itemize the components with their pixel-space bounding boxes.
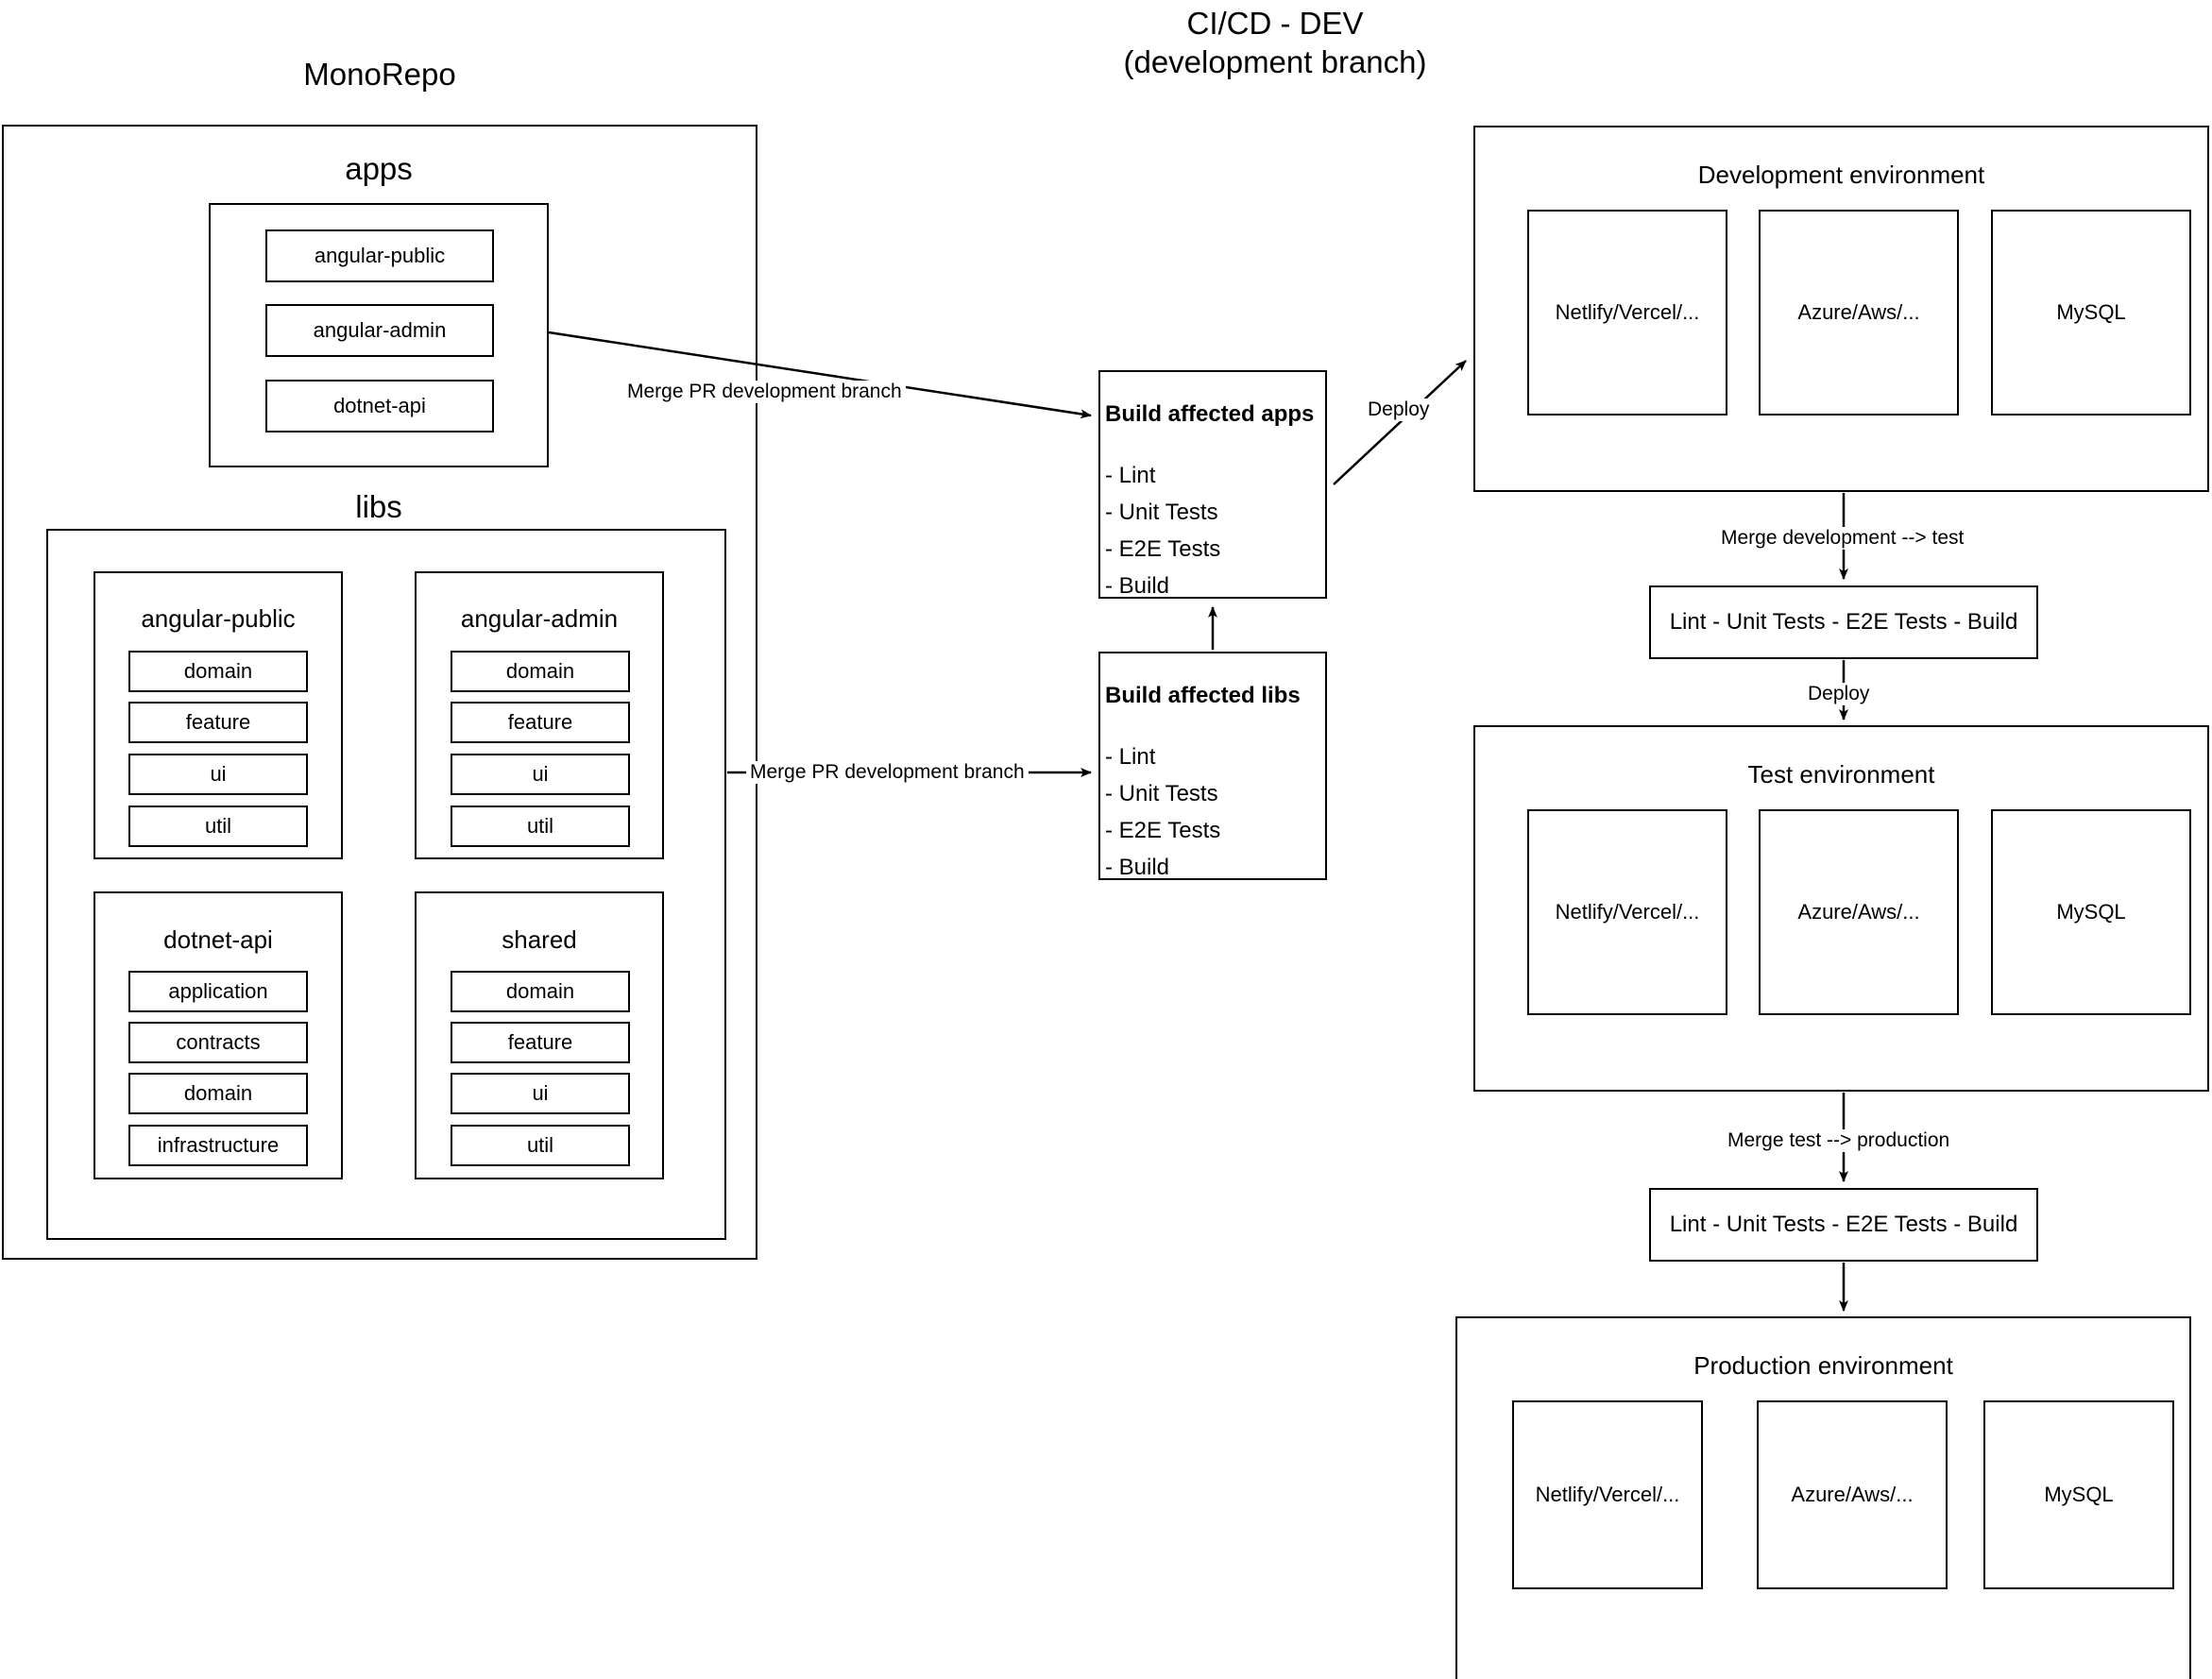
apps-item-angular-admin-label: angular-admin xyxy=(313,318,447,342)
build-affected-apps-box[interactable] xyxy=(1098,370,1327,599)
development-service-netlify[interactable]: Netlify/Vercel/... xyxy=(1527,210,1727,416)
arrow-build-apps-to-dev-env xyxy=(1333,360,1467,485)
libs-item-label: domain xyxy=(183,1081,253,1105)
development-service-mysql[interactable]: MySQL xyxy=(1991,210,2191,416)
gate-test-to-prod-label: Lint - Unit Tests - E2E Tests - Build xyxy=(1669,1212,2018,1237)
test-environment-container xyxy=(1473,725,2209,1092)
apps-title: apps xyxy=(345,151,413,186)
production-service-azure[interactable]: Azure/Aws/... xyxy=(1757,1400,1948,1589)
edge-label-deploy-test: Deploy xyxy=(1804,683,1874,705)
production-environment-title: Production environment xyxy=(1693,1351,1953,1380)
libs-group-shared-item-feature[interactable]: feature xyxy=(451,1022,630,1063)
gate-dev-to-test-label: Lint - Unit Tests - E2E Tests - Build xyxy=(1669,609,2018,635)
apps-item-angular-public-label: angular-public xyxy=(314,244,446,267)
edge-label-merge-test-prod: Merge test --> production xyxy=(1724,1129,1954,1152)
service-label: Netlify/Vercel/... xyxy=(1555,300,1700,324)
service-label: Azure/Aws/... xyxy=(1791,1483,1914,1506)
libs-group-shared xyxy=(415,891,664,1179)
monorepo-title: MonoRepo xyxy=(303,57,456,92)
libs-group-angular-public-item-ui[interactable]: ui xyxy=(128,754,308,795)
libs-group-angular-admin-item-domain[interactable]: domain xyxy=(451,651,630,692)
apps-item-dotnet-api[interactable]: dotnet-api xyxy=(265,380,494,432)
gate-test-to-prod-box[interactable]: Lint - Unit Tests - E2E Tests - Build xyxy=(1649,1188,2038,1262)
libs-group-angular-admin xyxy=(415,571,664,859)
service-label: MySQL xyxy=(2056,300,2126,324)
apps-container xyxy=(209,203,549,467)
libs-group-shared-title: shared xyxy=(502,925,577,954)
build-affected-libs-title: Build affected libs xyxy=(1105,683,1301,708)
build-affected-apps-steps: - Lint - Unit Tests - E2E Tests - Build xyxy=(1105,463,1221,599)
libs-item-label: feature xyxy=(185,710,251,734)
libs-container xyxy=(46,529,726,1240)
libs-group-dotnet-api-item-application[interactable]: application xyxy=(128,971,308,1012)
libs-group-shared-item-domain[interactable]: domain xyxy=(451,971,630,1012)
libs-item-label: feature xyxy=(507,710,573,734)
libs-item-label: ui xyxy=(532,762,549,786)
diagram-title: CI/CD - DEV (development branch) xyxy=(992,4,1558,82)
libs-group-dotnet-api-item-contracts[interactable]: contracts xyxy=(128,1022,308,1063)
libs-item-label: util xyxy=(526,1133,554,1157)
edge-label-merge-dev-test: Merge development --> test xyxy=(1717,527,1968,550)
libs-group-angular-public-item-domain[interactable]: domain xyxy=(128,651,308,692)
libs-group-angular-public-item-util[interactable]: util xyxy=(128,806,308,847)
diagram-title-line1: CI/CD - DEV xyxy=(1186,6,1364,41)
libs-group-angular-admin-item-feature[interactable]: feature xyxy=(451,702,630,743)
service-label: MySQL xyxy=(2056,900,2126,924)
development-environment-title: Development environment xyxy=(1697,161,1985,189)
service-label: Netlify/Vercel/... xyxy=(1535,1483,1680,1506)
production-service-mysql[interactable]: MySQL xyxy=(1983,1400,2174,1589)
gate-dev-to-test-box[interactable]: Lint - Unit Tests - E2E Tests - Build xyxy=(1649,585,2038,659)
libs-group-dotnet-api-item-infrastructure[interactable]: infrastructure xyxy=(128,1125,308,1166)
apps-item-angular-admin[interactable]: angular-admin xyxy=(265,304,494,357)
libs-item-label: util xyxy=(204,814,232,838)
monorepo-container xyxy=(2,125,757,1260)
test-environment-title: Test environment xyxy=(1747,760,1935,789)
libs-group-shared-item-ui[interactable]: ui xyxy=(451,1073,630,1114)
build-affected-libs-box[interactable] xyxy=(1098,652,1327,880)
development-service-azure[interactable]: Azure/Aws/... xyxy=(1759,210,1959,416)
libs-item-label: infrastructure xyxy=(157,1133,280,1157)
libs-title: libs xyxy=(355,489,402,524)
service-label: Azure/Aws/... xyxy=(1797,300,1920,324)
edge-label-merge-pr-apps: Merge PR development branch xyxy=(623,381,906,403)
libs-item-label: util xyxy=(526,814,554,838)
libs-group-angular-admin-title: angular-admin xyxy=(460,604,619,633)
production-service-netlify[interactable]: Netlify/Vercel/... xyxy=(1512,1400,1703,1589)
diagram-title-line2: (development branch) xyxy=(1123,44,1427,80)
libs-group-angular-public xyxy=(94,571,343,859)
edge-label-deploy-dev: Deploy xyxy=(1364,399,1434,421)
apps-item-dotnet-api-label: dotnet-api xyxy=(333,394,426,417)
production-environment-container xyxy=(1455,1316,2191,1679)
libs-item-label: domain xyxy=(505,979,575,1003)
libs-item-label: ui xyxy=(210,762,227,786)
libs-item-label: contracts xyxy=(176,1030,261,1054)
test-service-azure[interactable]: Azure/Aws/... xyxy=(1759,809,1959,1015)
libs-item-label: domain xyxy=(183,659,253,683)
service-label: Netlify/Vercel/... xyxy=(1555,900,1700,924)
apps-item-angular-public[interactable]: angular-public xyxy=(265,229,494,282)
libs-item-label: ui xyxy=(532,1081,549,1105)
development-environment-container xyxy=(1473,126,2209,492)
libs-group-dotnet-api-item-domain[interactable]: domain xyxy=(128,1073,308,1114)
libs-group-shared-item-util[interactable]: util xyxy=(451,1125,630,1166)
libs-group-dotnet-api xyxy=(94,891,343,1179)
libs-item-label: application xyxy=(168,979,268,1003)
build-affected-apps-title: Build affected apps xyxy=(1105,401,1315,427)
libs-group-dotnet-api-title: dotnet-api xyxy=(163,925,273,954)
libs-item-label: feature xyxy=(507,1030,573,1054)
libs-item-label: domain xyxy=(505,659,575,683)
libs-group-angular-admin-item-ui[interactable]: ui xyxy=(451,754,630,795)
libs-group-angular-public-title: angular-public xyxy=(141,604,296,633)
service-label: MySQL xyxy=(2044,1483,2114,1506)
edge-label-merge-pr-libs: Merge PR development branch xyxy=(746,761,1029,784)
libs-group-angular-admin-item-util[interactable]: util xyxy=(451,806,630,847)
build-affected-libs-steps: - Lint - Unit Tests - E2E Tests - Build xyxy=(1105,744,1221,880)
test-service-mysql[interactable]: MySQL xyxy=(1991,809,2191,1015)
service-label: Azure/Aws/... xyxy=(1797,900,1920,924)
test-service-netlify[interactable]: Netlify/Vercel/... xyxy=(1527,809,1727,1015)
libs-group-angular-public-item-feature[interactable]: feature xyxy=(128,702,308,743)
